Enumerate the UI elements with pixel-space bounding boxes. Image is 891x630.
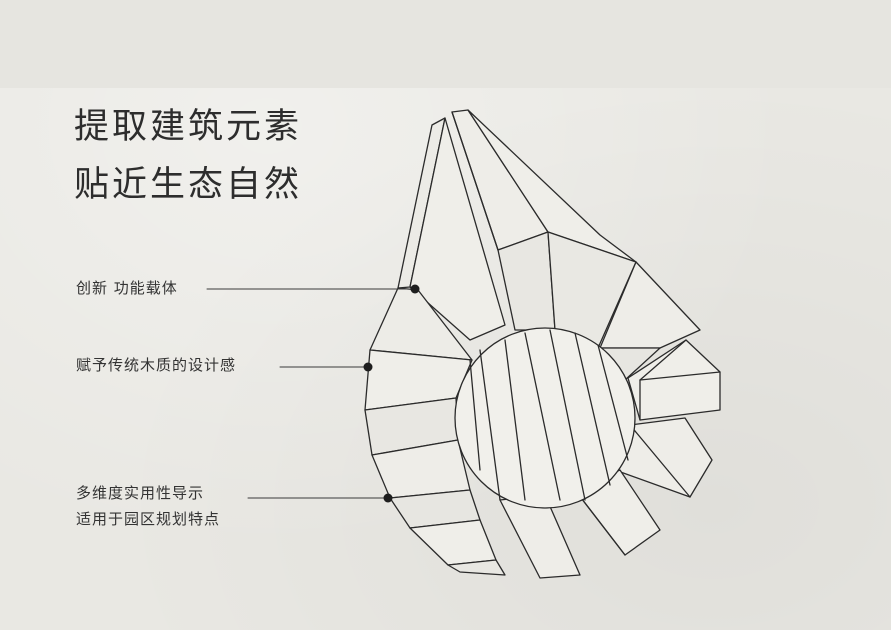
fin-left-2 <box>364 349 473 456</box>
callout-multidimensional-line-2: 适用于园区规划特点 <box>76 510 221 528</box>
callout-multidimensional: 多维度实用性导示 适用于园区规划特点 <box>76 486 220 538</box>
heading-line-1: 提取建筑元素 <box>74 107 303 147</box>
callout-dot-innovation <box>410 284 420 294</box>
heading-line-2: 贴近生态自然 <box>74 165 303 205</box>
callout-dot-multidimensional <box>383 493 393 503</box>
callout-multidimensional-line-1: 多维度实用性导示 <box>76 484 205 502</box>
fin-right-2 <box>627 339 721 421</box>
top-band <box>0 0 891 88</box>
callout-innovation: 创新 功能载体 <box>76 279 178 297</box>
fin-left-3 <box>371 439 481 529</box>
callout-dot-wood-texture <box>363 362 373 372</box>
fin-upper-left-2 <box>451 109 556 331</box>
callout-wood-texture: 赋予传统木质的设计感 <box>76 356 237 374</box>
fin-bottom-1 <box>409 519 506 576</box>
central-cylinder <box>454 327 636 509</box>
fin-right-3 <box>614 417 713 498</box>
leader-lines <box>206 288 416 499</box>
